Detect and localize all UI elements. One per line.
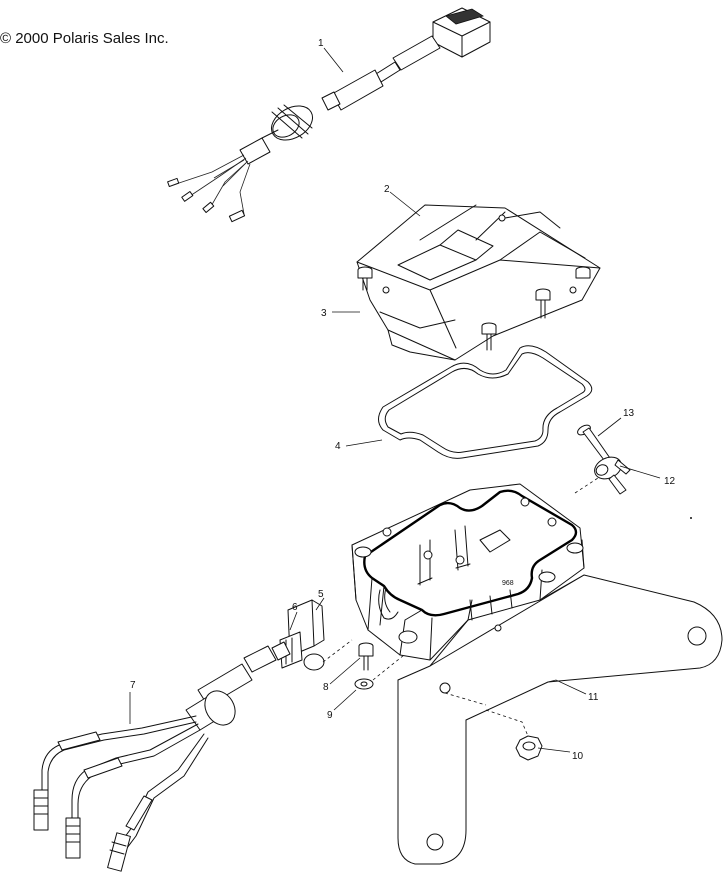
part-12-clip	[594, 456, 631, 495]
part-11-bracket	[397, 574, 723, 865]
callout-3: 3	[321, 308, 327, 319]
part-7-lower-harness	[33, 641, 291, 872]
clip-alignment-line	[574, 477, 599, 494]
part-1-wiring-harness	[167, 7, 491, 223]
callout-11: 11	[588, 692, 599, 703]
callout-6: 6	[292, 602, 298, 613]
screw-alignment-line	[372, 654, 405, 681]
part-2-cover	[356, 204, 601, 361]
callout-1: 1	[318, 38, 324, 49]
part-marking: 968	[502, 580, 514, 587]
part-10-nut	[485, 709, 543, 761]
callout-2: 2	[384, 184, 390, 195]
part-3-screws	[357, 266, 591, 351]
clamp-boss	[303, 653, 325, 671]
callout-9: 9	[327, 710, 333, 721]
base-housing	[351, 483, 585, 661]
callout-7: 7	[130, 680, 136, 691]
part-8-screw	[358, 642, 374, 671]
callout-10: 10	[572, 751, 584, 762]
part-9-washer	[354, 678, 374, 690]
callout-labels: 1 2 3 4 5 6 7 8 9 10 11 12 13	[130, 38, 676, 762]
callout-13: 13	[623, 408, 635, 419]
speck-mark	[690, 517, 692, 519]
part-4-gasket	[378, 345, 593, 459]
callout-4: 4	[335, 441, 341, 452]
callout-12: 12	[664, 476, 676, 487]
clamp-alignment-line	[322, 639, 353, 663]
callout-5: 5	[318, 589, 324, 600]
part-13-pin	[577, 424, 613, 465]
callout-8: 8	[323, 682, 329, 693]
copyright-notice: © 2000 Polaris Sales Inc.	[0, 30, 169, 47]
callout-leaders	[129, 47, 661, 753]
